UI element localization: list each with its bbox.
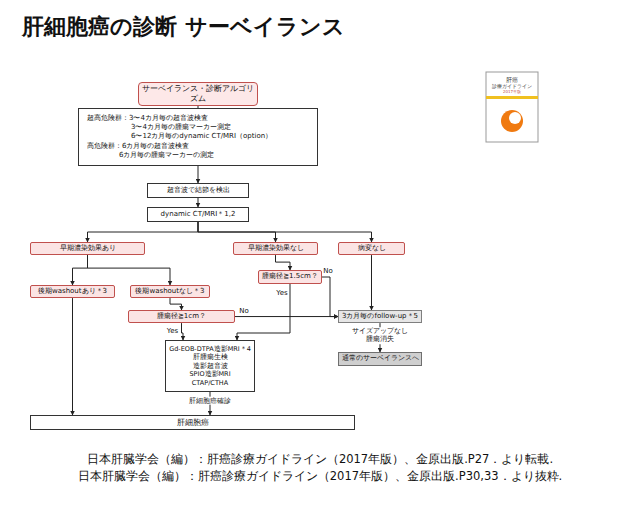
- book-cover-text: 2017年版: [488, 90, 536, 95]
- flow-connector: [237, 284, 290, 340]
- surveillance-box: 超高危険群：3〜4カ月毎の超音波検査3〜4カ月毎の腫瘍マーカー測定6〜12カ月毎…: [78, 108, 318, 166]
- book-cover-text: 診療ガイドライン: [488, 84, 536, 89]
- node-text: 超高危険群：3〜4カ月毎の超音波検査: [87, 114, 208, 123]
- edge-label: Yes: [166, 327, 179, 336]
- flow-connector: [198, 198, 199, 207]
- edge-label: 肝細胞癌確診: [188, 396, 232, 405]
- exam-box: Gd-EOB-DTPA造影MRI＊4肝腫瘍生検造影超音波SPIO造影MRICTA…: [165, 340, 255, 392]
- node-text: 病変なし: [358, 244, 386, 253]
- node-text: 後期washoutなし＊3: [135, 287, 204, 296]
- finding-box: 病変なし: [338, 242, 405, 255]
- node-text: 超音波で結節を検出: [167, 186, 230, 195]
- source-note: 日本肝臓学会（編）：肝癌診療ガイドライン（2017年版）、金原出版.P30,33…: [0, 470, 640, 484]
- node-text: 3〜4カ月毎の腫瘍マーカー測定: [87, 123, 231, 132]
- node-text: 高危険群：6カ月毎の超音波検査: [87, 142, 189, 151]
- source-caption: 日本肝臓学会（編）：肝癌診療ガイドライン（2017年版）、金原出版.P27．より…: [0, 452, 640, 467]
- node-text: 肝細胞癌: [177, 418, 209, 428]
- flow-connector: [73, 255, 88, 285]
- book-stripe: [486, 96, 538, 99]
- flow-connector: [88, 255, 171, 285]
- surveillance-return-box: 通常のサーベイランスへ: [338, 352, 422, 366]
- node-text: 腫瘍径≧1.5cm？: [262, 272, 318, 281]
- flow-connector: [170, 298, 182, 310]
- decision-box: 腫瘍径≧1.5cm？: [258, 270, 322, 284]
- node-text: 早期濃染効果なし: [248, 244, 304, 253]
- flow-connector: [72, 298, 73, 415]
- decision-box: 腫瘍径≧1cm？: [128, 310, 235, 323]
- node-text: サーベイランス・診断アルゴリズム: [141, 84, 255, 104]
- node-text: 造影超音波: [193, 362, 228, 370]
- node-text: 6〜12カ月毎のdynamic CT/MRI（option）: [87, 132, 272, 141]
- flow-connector: [235, 316, 338, 317]
- process-box: dynamic CT/MRI＊1,2: [147, 207, 249, 222]
- slide-title: 肝細胞癌の診断 サーベイランス: [22, 12, 345, 42]
- process-box: 超音波で結節を検出: [147, 183, 249, 198]
- book-emblem: [501, 110, 523, 132]
- node-text: 通常のサーベイランスへ: [342, 354, 419, 363]
- flow-connector: [198, 222, 372, 242]
- followup-box: 3カ月毎のfollow-up＊5: [338, 310, 422, 323]
- book-cover: [486, 72, 538, 142]
- finding-box: 早期濃染効果あり: [30, 242, 145, 255]
- node-text: SPIO造影MRI: [189, 370, 230, 378]
- book-cover-text: 肝癌: [488, 76, 536, 83]
- flow-connector: [371, 255, 372, 310]
- edge-label: Yes: [275, 289, 288, 298]
- book-emblem-inner: [509, 112, 521, 124]
- edge-label: サイズアップなし 腫瘍消失: [349, 327, 411, 345]
- node-text: 6カ月毎の腫瘍マーカーの測定: [87, 151, 214, 160]
- finding-box: 早期濃染効果なし: [233, 242, 318, 255]
- flow-connector: [322, 277, 338, 317]
- book-illustration: [486, 72, 538, 142]
- node-text: Gd-EOB-DTPA造影MRI＊4: [169, 345, 251, 353]
- finding-box: 後期washoutなし＊3: [130, 285, 210, 298]
- flow-connector: [182, 323, 184, 340]
- node-text: 肝腫瘍生検: [193, 353, 228, 361]
- header-box: サーベイランス・診断アルゴリズム: [138, 82, 258, 106]
- node-text: CTAP/CTHA: [192, 379, 228, 387]
- node-text: dynamic CT/MRI＊1,2: [161, 210, 236, 219]
- edge-label: No: [322, 267, 334, 276]
- edge-label: No: [238, 306, 250, 315]
- finding-box: 後期washoutあり＊3: [30, 285, 115, 298]
- diagnosis-box: 肝細胞癌: [30, 415, 355, 430]
- flow-connector: [88, 222, 199, 242]
- node-text: 腫瘍径≧1cm？: [157, 312, 206, 321]
- node-text: 早期濃染効果あり: [60, 244, 116, 253]
- flow-connector: [198, 166, 199, 183]
- node-text: 後期washoutあり＊3: [38, 287, 107, 296]
- node-text: 3カ月毎のfollow-up＊5: [342, 312, 418, 321]
- flow-connector: [276, 255, 291, 270]
